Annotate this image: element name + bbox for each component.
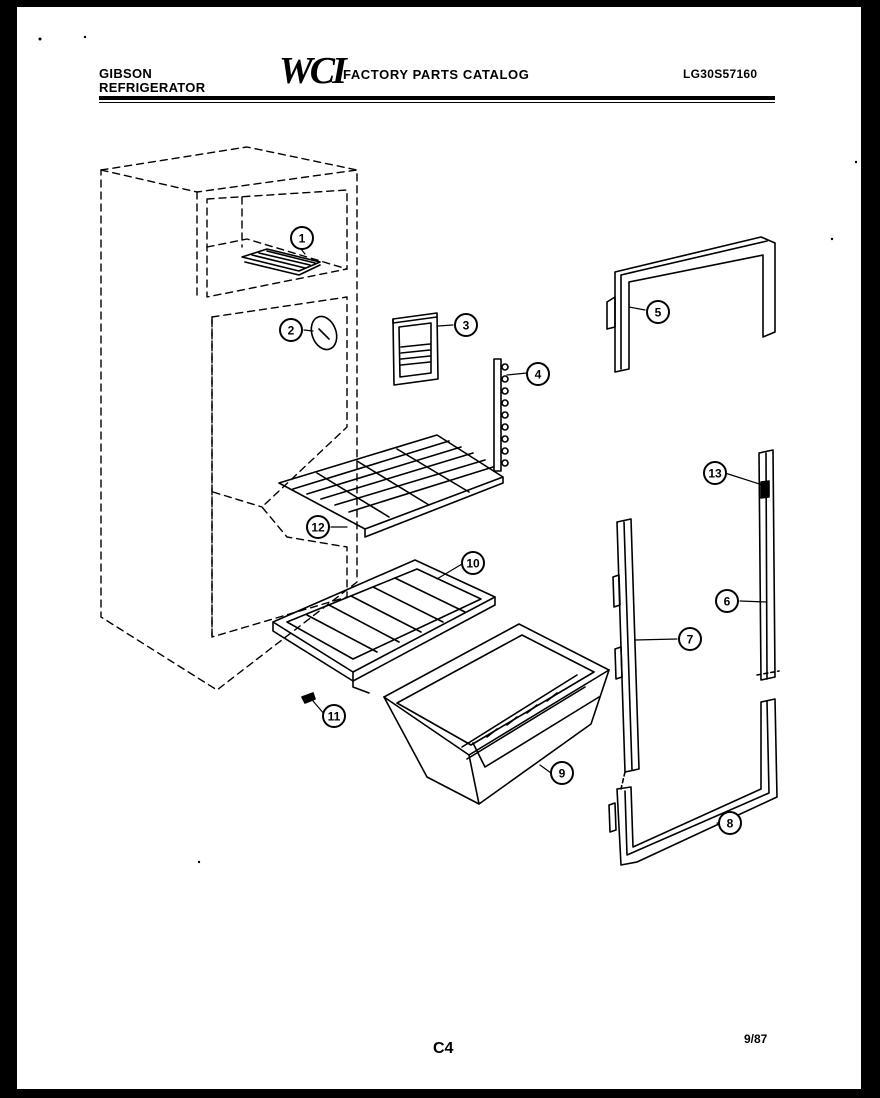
svg-text:3: 3: [463, 319, 470, 333]
catalog-title: FACTORY PARTS CATALOG: [343, 67, 530, 82]
page-date: 9/87: [744, 1032, 768, 1046]
svg-text:4: 4: [535, 368, 542, 382]
callout-1: 1: [290, 226, 314, 250]
part-5-door-gasket-top: [606, 236, 776, 373]
callout-2: 2: [279, 318, 303, 342]
callout-3: 3: [454, 313, 478, 337]
wci-logo: WCI: [279, 50, 347, 92]
svg-text:12: 12: [311, 521, 325, 535]
svg-text:9: 9: [559, 767, 566, 781]
svg-text:7: 7: [687, 633, 694, 647]
model-number: LG30S57160: [683, 67, 758, 81]
brand-block: GIBSON REFRIGERATOR: [99, 67, 205, 95]
svg-text:5: 5: [655, 306, 662, 320]
callout-11: 11: [322, 704, 346, 728]
part-12-wire-shelf: [278, 434, 504, 538]
callout-9: 9: [550, 761, 574, 785]
callout-4: 4: [526, 362, 550, 386]
callout-10: 10: [461, 551, 485, 575]
callout-12: 12: [306, 515, 330, 539]
callout-13: 13: [703, 461, 727, 485]
svg-text:11: 11: [328, 710, 341, 724]
exploded-parts-diagram: 1 2 3 4 5 6 7 8 9 10 11 12 13: [38, 35, 858, 866]
part-9-crisper-pan: [383, 623, 610, 805]
svg-text:13: 13: [708, 467, 722, 481]
part-8-gasket-bottom: [608, 670, 780, 866]
callout-7: 7: [678, 627, 702, 651]
svg-text:6: 6: [724, 595, 731, 609]
svg-text:1: 1: [299, 232, 306, 246]
callout-5: 5: [646, 300, 670, 324]
svg-text:2: 2: [288, 324, 295, 338]
part-4-shelf-support: [493, 358, 509, 472]
brand-name: GIBSON: [99, 66, 153, 81]
catalog-page: GIBSON REFRIGERATOR WCI FACTORY PARTS CA…: [17, 7, 861, 1089]
cabinet-outline: [100, 146, 358, 691]
part-10-crisper-cover: [272, 559, 496, 694]
part-2-light-shield: [310, 315, 338, 351]
svg-text:8: 8: [727, 817, 734, 831]
part-1-freezer-rack: [241, 248, 321, 276]
callout-6: 6: [715, 589, 739, 613]
part-11-clip: [301, 692, 316, 704]
part-7-gasket-left: [612, 518, 640, 773]
callout-8: 8: [718, 811, 742, 835]
svg-text:10: 10: [466, 557, 480, 571]
scan-specks: [38, 35, 858, 864]
header-rule-thin: [99, 102, 775, 103]
appliance-type: REFRIGERATOR: [99, 80, 206, 95]
part-3-control-panel: [392, 312, 439, 386]
header-rule: [99, 96, 775, 100]
page-code: C4: [433, 1040, 454, 1057]
